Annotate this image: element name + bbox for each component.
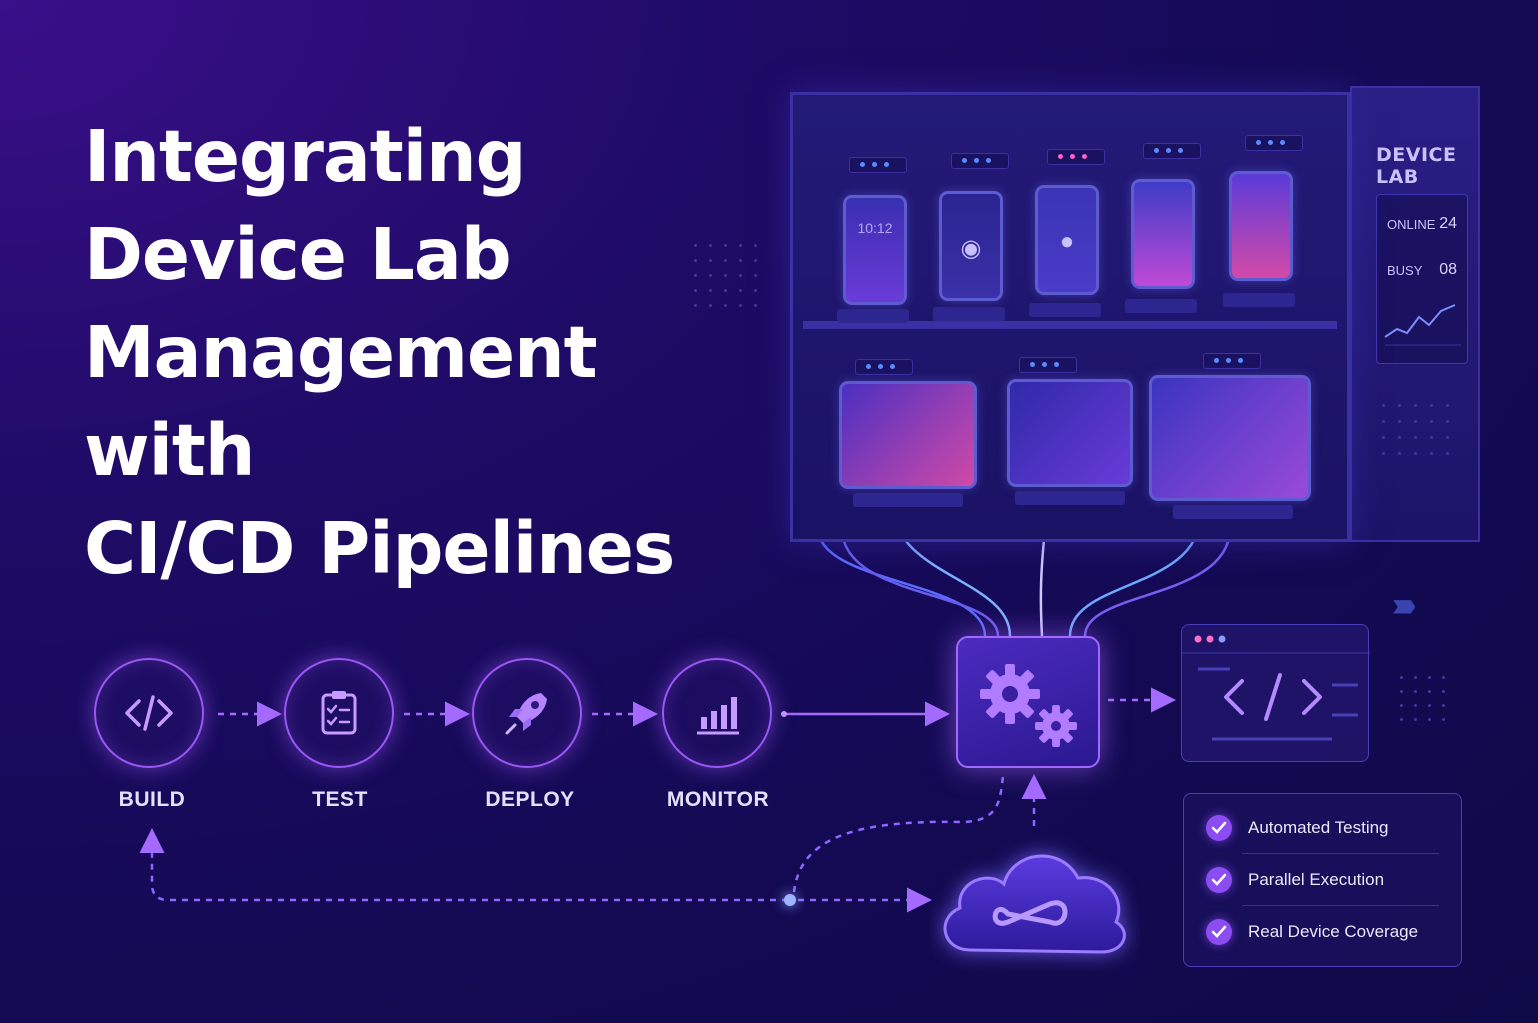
tablet-device: [1149, 375, 1311, 501]
code-editor-window: [1181, 624, 1370, 762]
sparkline-icon: [1384, 304, 1461, 346]
cabinet-shelf: [803, 321, 1337, 329]
device-stand: [1015, 491, 1125, 505]
phone-device-android: ◉: [939, 191, 1003, 301]
features-panel: Automated Testing Parallel Execution Rea…: [1183, 793, 1462, 967]
tablet-device: [1007, 379, 1133, 487]
device-lab-title: DEVICE LAB: [1376, 144, 1457, 188]
code-icon: [125, 695, 173, 731]
bar-chart-icon: [697, 697, 739, 735]
status-led: [1143, 143, 1201, 159]
dot-grid-decoration-right: [1400, 676, 1460, 726]
device-lab-stats-panel: ONLINE 24 BUSY 08: [1376, 194, 1468, 364]
android-icon: ◉: [960, 235, 982, 262]
device-stand: [1173, 505, 1293, 519]
stage-monitor-icon: [662, 658, 772, 768]
status-led: [1203, 353, 1261, 369]
clipboard-check-icon: [321, 691, 357, 735]
phone-lock-time: 10:12: [857, 220, 893, 236]
divider: [1242, 905, 1439, 906]
stat-online-label: ONLINE: [1387, 217, 1436, 232]
phone-device: 10:12: [843, 195, 907, 305]
stage-monitor-label: MONITOR: [666, 788, 770, 811]
device-stand: [1125, 299, 1197, 313]
gears-icon: [980, 664, 1077, 747]
stat-online-value: 24: [1439, 215, 1457, 232]
tablet-device: [839, 381, 977, 489]
stage-deploy-icon: [472, 658, 582, 768]
title-line-3: Management: [84, 311, 598, 394]
status-led: [849, 157, 907, 173]
feature-item: Real Device Coverage: [1206, 906, 1439, 958]
stage-build-label: BUILD: [118, 788, 186, 811]
title-line-5: CI/CD Pipelines: [84, 507, 675, 590]
stage-test-icon: [284, 658, 394, 768]
stage-deploy-label: DEPLOY: [485, 788, 575, 811]
status-led: [1019, 357, 1077, 373]
phone-device: [1229, 171, 1293, 281]
infinity-cloud-icon: [943, 854, 1126, 954]
device-stand: [933, 307, 1005, 321]
check-icon: [1206, 815, 1232, 841]
device-lab-cabinet: 10:12 ◉ ●: [790, 92, 1350, 542]
apple-icon: ●: [1059, 228, 1075, 255]
stage-build-icon: [94, 658, 204, 768]
status-led: [1047, 149, 1105, 165]
feature-label: Automated Testing: [1248, 818, 1389, 837]
dot-grid-decoration: [694, 244, 764, 314]
device-lab-side-panel: DEVICE LAB ONLINE 24 BUSY 08: [1350, 86, 1480, 542]
rocket-icon: [505, 693, 547, 735]
stage-test-label: TEST: [312, 788, 368, 811]
page-title: Integrating Device Lab Management with C…: [84, 108, 675, 598]
code-window-graphic: [1182, 635, 1370, 741]
check-icon: [1206, 919, 1232, 945]
pipeline-hub: [956, 636, 1100, 768]
device-stand: [1029, 303, 1101, 317]
status-led: [951, 153, 1009, 169]
status-led: [855, 359, 913, 375]
device-stand: [837, 309, 909, 323]
phone-device-ios: ●: [1035, 185, 1099, 295]
phone-device: [1131, 179, 1195, 289]
status-led: [1245, 135, 1303, 151]
device-stand: [853, 493, 963, 507]
stat-busy-value: 08: [1439, 261, 1457, 278]
check-icon: [1206, 867, 1232, 893]
divider: [1242, 853, 1439, 854]
title-line-2: Device Lab: [84, 213, 512, 296]
title-line-4: with: [84, 409, 255, 492]
feature-label: Parallel Execution: [1248, 870, 1385, 889]
device-stand: [1223, 293, 1295, 307]
stat-busy-label: BUSY: [1387, 263, 1423, 278]
feature-item: Automated Testing: [1206, 802, 1439, 854]
title-line-1: Integrating: [84, 115, 526, 198]
feature-label: Real Device Coverage: [1248, 922, 1419, 941]
feature-item: Parallel Execution: [1206, 854, 1439, 906]
